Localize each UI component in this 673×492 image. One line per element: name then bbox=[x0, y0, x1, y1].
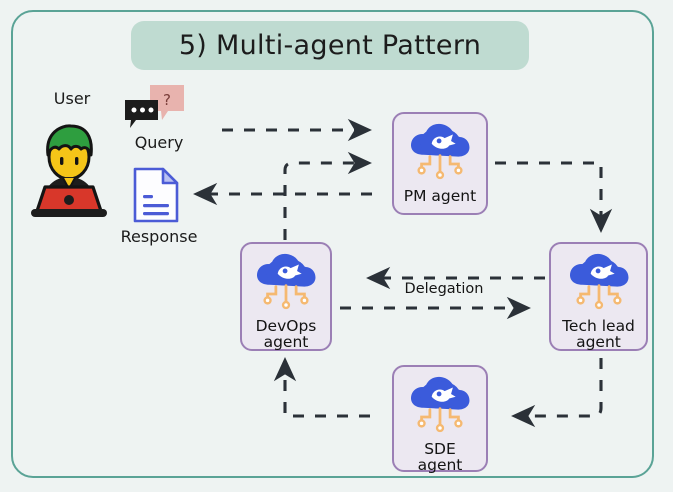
user-at-laptop-icon bbox=[23, 113, 115, 219]
cloud-ai-agent-icon bbox=[251, 251, 321, 317]
agent-card-label: DevOps agent bbox=[255, 317, 317, 351]
agent-card-label: PM agent bbox=[403, 187, 477, 205]
response-label: Response bbox=[120, 227, 198, 246]
agent-card-pm[interactable]: PM agent bbox=[392, 112, 488, 215]
svg-text:?: ? bbox=[163, 91, 171, 109]
agent-card-label: SDE agent bbox=[417, 440, 463, 474]
agent-label-line: Tech lead bbox=[562, 317, 635, 335]
user-label: User bbox=[53, 89, 91, 108]
chat-bubbles-icon: ? bbox=[122, 84, 188, 130]
agent-card-devops[interactable]: DevOps agent bbox=[240, 242, 332, 351]
agent-label-line: agent bbox=[417, 455, 463, 474]
agent-label-line: agent bbox=[263, 332, 309, 351]
query-label: Query bbox=[134, 133, 184, 152]
agent-label-line: DevOps bbox=[255, 317, 317, 335]
agent-card-sde[interactable]: SDE agent bbox=[392, 365, 488, 474]
delegation-label: Delegation bbox=[404, 281, 484, 297]
page-title: 5) Multi-agent Pattern bbox=[178, 30, 482, 61]
agent-label-line: PM agent bbox=[403, 187, 477, 205]
agent-card-techlead[interactable]: Tech lead agent bbox=[549, 242, 648, 351]
agent-label-line: agent bbox=[576, 332, 621, 351]
title-pill: 5) Multi-agent Pattern bbox=[131, 21, 529, 70]
document-icon bbox=[130, 166, 182, 224]
cloud-ai-agent-icon bbox=[405, 374, 475, 440]
cloud-ai-agent-icon bbox=[564, 251, 634, 317]
agent-card-label: Tech lead agent bbox=[562, 317, 635, 351]
cloud-ai-agent-icon bbox=[405, 121, 475, 187]
outer-frame bbox=[11, 10, 654, 478]
agent-label-line: SDE bbox=[424, 440, 456, 458]
